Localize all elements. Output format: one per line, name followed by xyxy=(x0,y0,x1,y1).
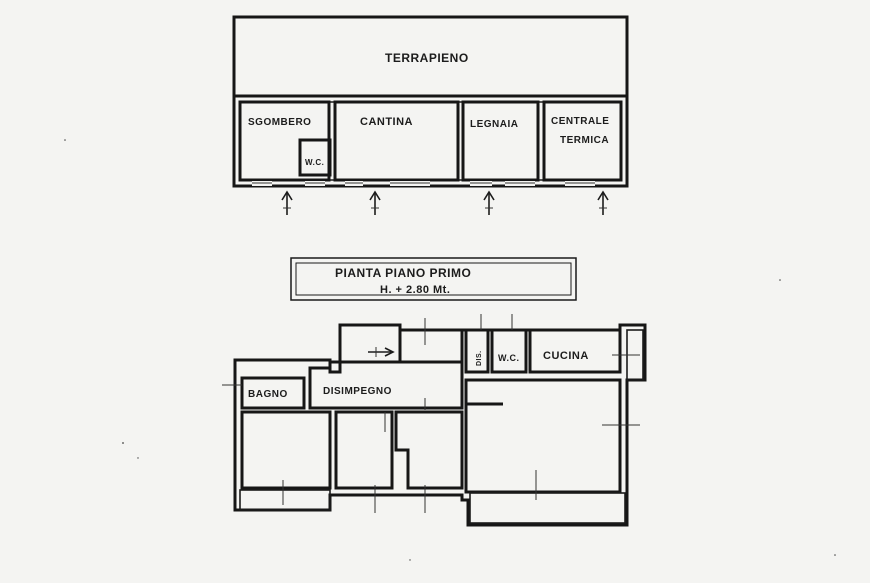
first-floor-plan: BAGNO DISIMPEGNO DIS. W.C. CUCINA xyxy=(222,314,647,527)
room-bagno xyxy=(240,376,306,410)
room-dis xyxy=(464,328,490,374)
terrapieno-area xyxy=(232,15,629,98)
room-legnaia xyxy=(461,100,540,182)
room-cantina xyxy=(333,100,460,182)
centrale-label-2: TERMICA xyxy=(560,135,609,146)
window-marks xyxy=(222,314,640,513)
sgombero-label: SGOMBERO xyxy=(248,117,311,128)
entrance-arrows xyxy=(281,190,609,215)
basement-outer-wall xyxy=(232,96,629,188)
first-floor-outer-wall xyxy=(233,323,647,527)
centrale-label-1: CENTRALE xyxy=(551,116,609,127)
room-bedroom-middle xyxy=(334,410,394,490)
room-stairs xyxy=(398,328,464,364)
basement-openings xyxy=(252,181,595,186)
room-bedroom-left xyxy=(240,410,332,490)
room-bedroom-right xyxy=(394,410,464,490)
arrow-up-icon xyxy=(483,190,495,215)
wc-first-floor-label: W.C. xyxy=(498,353,520,363)
balcony-right xyxy=(469,492,626,524)
plan-title: PIANTA PIANO PRIMO xyxy=(335,266,471,280)
entrance-arrow-icon xyxy=(368,347,395,357)
basement-plan: TERRAPIENO SGOMBERO W.C. CANTINA LEGNAIA… xyxy=(232,15,629,215)
plan-title-box: PIANTA PIANO PRIMO H. + 2.80 Mt. xyxy=(290,257,577,301)
cucina-label: CUCINA xyxy=(543,350,589,362)
room-soggiorno xyxy=(464,378,622,494)
dis-label: DIS. xyxy=(476,350,483,366)
scan-noise xyxy=(64,139,836,561)
wc-basement-label: W.C. xyxy=(305,158,324,167)
legnaia-label: LEGNAIA xyxy=(470,119,519,130)
bagno-label: BAGNO xyxy=(248,389,288,400)
room-cucina xyxy=(528,328,622,374)
plan-height: H. + 2.80 Mt. xyxy=(380,284,450,296)
room-disimpegno xyxy=(308,360,464,410)
arrow-up-icon xyxy=(281,190,293,215)
room-wc-first-floor xyxy=(490,328,528,374)
cantina-label: CANTINA xyxy=(360,116,413,128)
arrow-up-icon xyxy=(597,190,609,215)
room-centrale-termica xyxy=(542,100,623,182)
disimpegno-label: DISIMPEGNO xyxy=(323,386,392,397)
arrow-up-icon xyxy=(369,190,381,215)
room-wc-basement xyxy=(298,138,332,177)
balcony-left xyxy=(239,489,331,511)
terrapieno-label: TERRAPIENO xyxy=(385,51,469,65)
